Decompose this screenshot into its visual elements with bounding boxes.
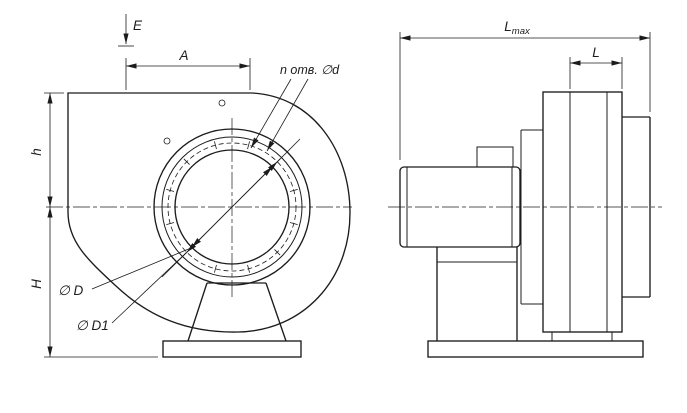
dim-E: E — [118, 14, 143, 47]
label-Lmax: Lmax — [504, 19, 531, 37]
label-D1: ∅ D1 — [76, 318, 109, 333]
bolt-tick — [289, 222, 298, 225]
label-Lmax-base: L — [504, 19, 512, 34]
holes-callout: n отв. ∅d — [250, 63, 340, 152]
bolt-tick — [166, 222, 175, 225]
motor — [399, 129, 543, 305]
diameter-annotations: ∅ D ∅ D1 — [58, 138, 301, 333]
casing-hole-top — [218, 99, 226, 107]
leader-D1 — [111, 252, 187, 324]
leader-holes — [250, 78, 292, 149]
casing-side — [542, 91, 651, 341]
label-h: h — [29, 148, 44, 156]
dim-h: h — [29, 92, 64, 207]
label-holes-note: n отв. ∅d — [280, 63, 340, 77]
label-L: L — [592, 45, 600, 60]
bolt-tick — [289, 189, 298, 192]
dim-A: A — [125, 48, 251, 90]
leader-D — [91, 247, 192, 290]
volute-casing-outline — [67, 92, 351, 333]
bolt-tick — [214, 141, 217, 150]
motor-support — [427, 247, 644, 358]
dia-D1-arrow — [186, 206, 233, 253]
bolt-tick — [214, 264, 217, 273]
casing-side-outline — [542, 91, 623, 333]
label-A: A — [178, 48, 188, 63]
bolt-tick — [274, 249, 281, 256]
bolt-tick — [183, 158, 190, 165]
casing-hole-left — [163, 137, 171, 145]
terminal-box — [476, 146, 514, 168]
dim-L: L — [569, 45, 623, 89]
label-D: ∅ D — [58, 283, 84, 298]
pedestal — [162, 282, 302, 358]
pedestal-left-side — [187, 282, 208, 342]
label-E: E — [133, 18, 143, 33]
dia-tail-upper — [277, 138, 301, 163]
label-Lmax-sub: max — [512, 26, 531, 37]
bolt-tick — [247, 141, 250, 150]
front-view: E A h H — [29, 14, 352, 358]
dia-D1-arrow — [231, 161, 278, 208]
base-plate-front — [162, 340, 302, 358]
bolt-tick — [166, 189, 175, 192]
dim-Lmax: Lmax — [399, 19, 651, 160]
base-plate-side — [427, 340, 644, 358]
dim-H: H — [29, 207, 158, 358]
pedestal-right-side — [265, 282, 287, 342]
leader-holes — [266, 78, 309, 152]
bolt-tick — [247, 264, 250, 273]
side-view: Lmax L — [388, 19, 662, 358]
label-H: H — [29, 279, 44, 289]
